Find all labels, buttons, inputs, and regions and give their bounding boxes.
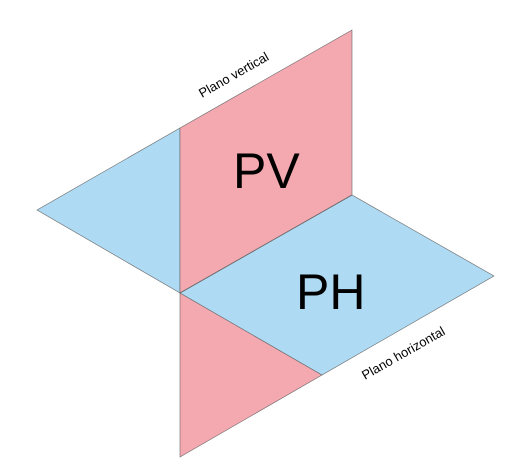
vertical-plane-abbr: PV bbox=[233, 143, 300, 199]
ground-line bbox=[179, 194, 353, 294]
horizontal-plane-back bbox=[36, 127, 181, 294]
horizontal-plane-abbr: PH bbox=[296, 264, 365, 320]
